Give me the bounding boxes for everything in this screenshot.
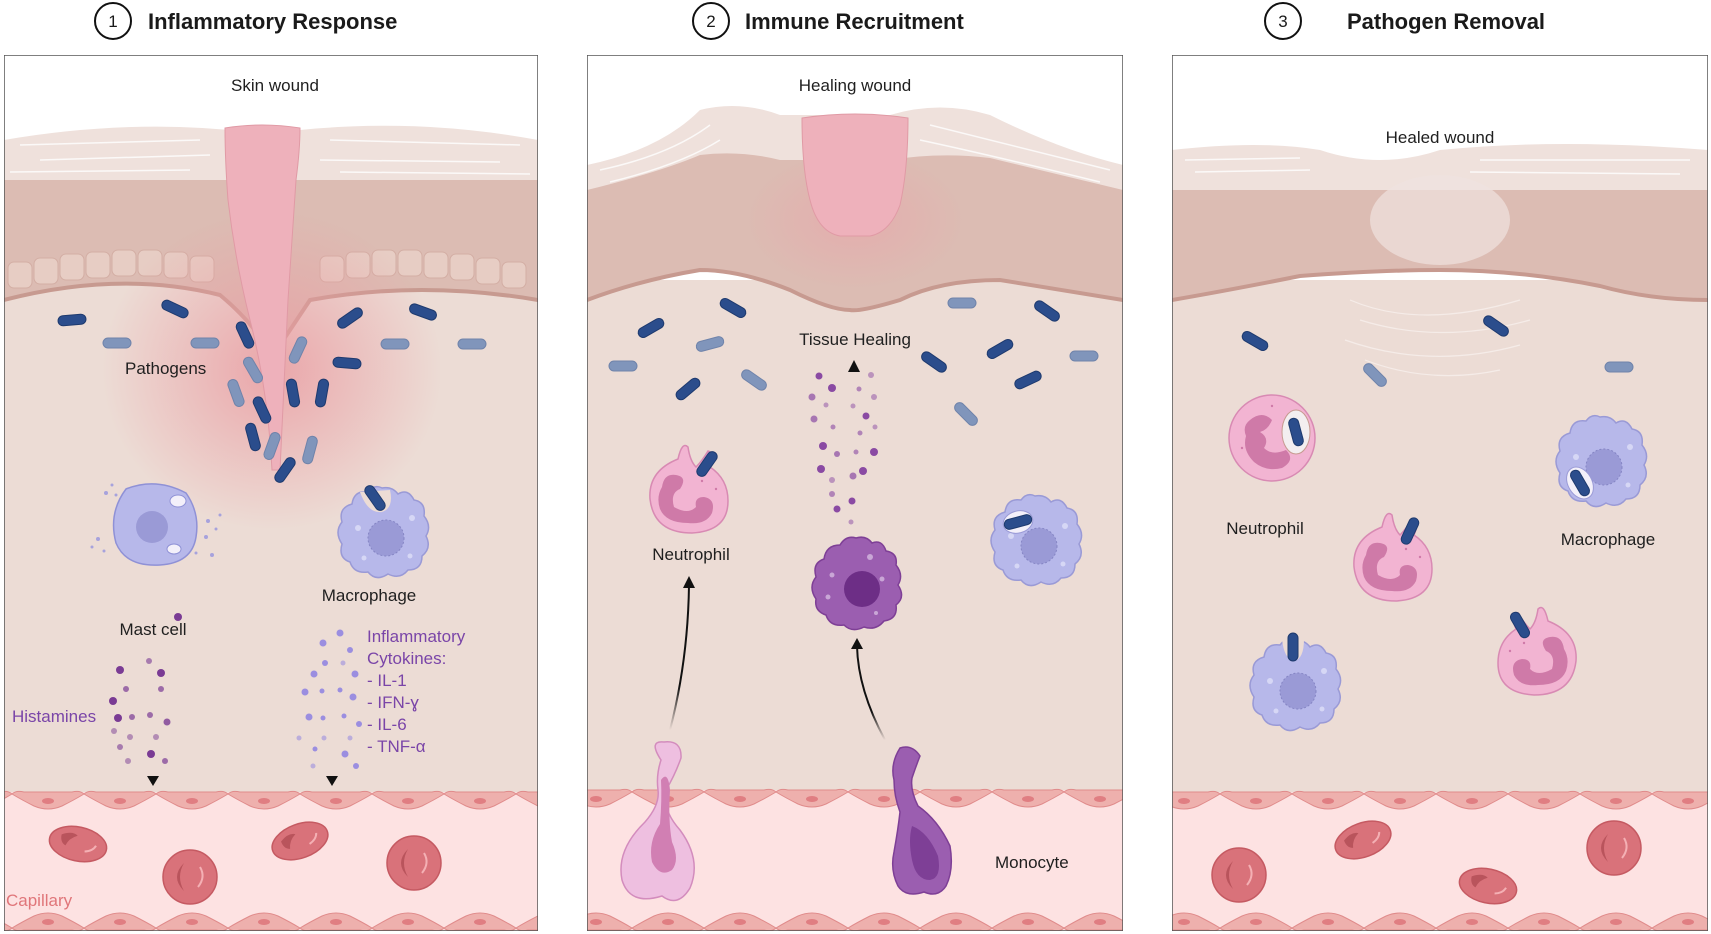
activated-macrophage <box>811 536 903 631</box>
monocyte-migration-arrow <box>856 645 886 741</box>
neutrophil-label: Neutrophil <box>652 545 730 564</box>
macrophage <box>1555 414 1648 508</box>
step-number: 1 <box>108 12 117 31</box>
cytokine-dots <box>296 629 362 769</box>
step-number-circle <box>692 2 730 40</box>
step-number: 3 <box>1278 12 1287 31</box>
tissue-healing-label: Tissue Healing <box>799 330 911 349</box>
macrophage <box>337 483 430 579</box>
panel-3: Healed wound Neutrophil <box>1172 55 1708 931</box>
cytokines-heading-1: Inflammatory <box>367 627 466 646</box>
macrophage <box>990 493 1083 587</box>
panel-title: Inflammatory Response <box>148 9 397 34</box>
panel-2-header: 2 Immune Recruitment <box>692 2 964 40</box>
neutrophil-label: Neutrophil <box>1226 519 1304 538</box>
macrophage-label: Macrophage <box>1561 530 1656 549</box>
panel-title: Pathogen Removal <box>1347 9 1545 34</box>
cytokine-ifn-gamma: - IFN-ɣ <box>367 693 419 712</box>
mast-cell <box>90 483 222 566</box>
neutrophil-migration-arrow <box>669 584 690 731</box>
cytokine-il6: - IL-6 <box>367 715 407 734</box>
panel-title: Immune Recruitment <box>745 9 964 34</box>
wound <box>224 124 301 471</box>
panel-3-header: 3 Pathogen Removal <box>1264 2 1545 40</box>
panel-2: Healing wound Tissue Healing <box>587 55 1123 931</box>
wound-label: Healing wound <box>799 76 911 95</box>
step-number: 2 <box>706 12 715 31</box>
step-number-circle <box>94 2 132 40</box>
capillary <box>1172 790 1708 931</box>
panel-1-header: 1 Inflammatory Response <box>94 2 397 40</box>
cytokines-heading-2: Cytokines: <box>367 649 446 668</box>
stratum-corneum <box>1172 144 1708 190</box>
macrophage <box>1249 632 1342 732</box>
pathogens-label: Pathogens <box>125 359 206 378</box>
capillary-label: Capillary <box>6 891 73 910</box>
neutrophil <box>1228 394 1316 482</box>
wound-label: Healed wound <box>1386 128 1495 147</box>
mast-cell-label: Mast cell <box>119 620 186 639</box>
extravasating-monocyte <box>891 746 953 895</box>
wound <box>801 113 909 237</box>
monocyte-label: Monocyte <box>995 853 1069 872</box>
cytokine-il1: - IL-1 <box>367 671 407 690</box>
macrophage-label: Macrophage <box>322 586 417 605</box>
step-number-circle <box>1264 2 1302 40</box>
capillary <box>4 790 538 931</box>
panel-1: Skin wound Pathogens <box>4 55 538 931</box>
histamine-dots <box>109 613 182 764</box>
wound-label: Skin wound <box>231 76 319 95</box>
cytokine-tnf-alpha: - TNF-α <box>367 737 426 756</box>
histamines-label: Histamines <box>12 707 96 726</box>
extravasating-neutrophil <box>620 741 695 902</box>
growth-factor-dots <box>808 372 878 525</box>
